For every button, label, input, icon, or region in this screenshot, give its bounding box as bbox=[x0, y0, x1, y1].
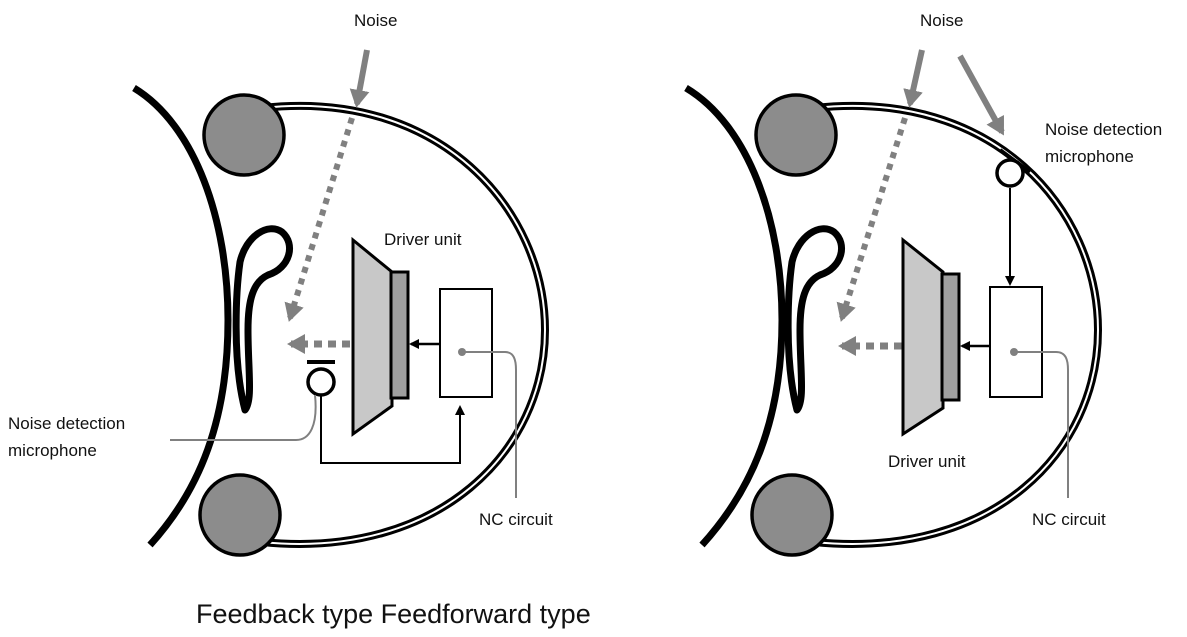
noise-label: Noise bbox=[920, 11, 963, 30]
noise-arrow bbox=[903, 49, 925, 108]
mic-feedback-line bbox=[320, 395, 465, 464]
mic-label-line2: microphone bbox=[8, 441, 97, 460]
nc-leader-line bbox=[1014, 351, 1069, 498]
noise-arrow bbox=[349, 49, 370, 108]
noise-path-dotted bbox=[836, 117, 908, 322]
nc-circuit-box bbox=[989, 286, 1043, 398]
mic-label-line1: Noise detection bbox=[8, 414, 125, 433]
noise-detection-mic bbox=[995, 158, 1025, 188]
nc-leader-line bbox=[462, 351, 517, 498]
outer-ear bbox=[784, 225, 845, 414]
mic-label-line2: microphone bbox=[1045, 147, 1134, 166]
noise-detection-mic bbox=[306, 367, 336, 397]
driver-unit-label: Driver unit bbox=[384, 230, 462, 249]
figure-caption: Feedback type Feedforward type bbox=[196, 599, 591, 629]
mic-label-line1: Noise detection bbox=[1045, 120, 1162, 139]
feedforward-diagram: Noise Noise detection microphone Driver … bbox=[684, 11, 1162, 557]
mic-leader-line bbox=[170, 394, 317, 441]
outer-ear bbox=[232, 225, 293, 414]
driver-magnet bbox=[940, 272, 961, 402]
ear-pad-bottom bbox=[750, 473, 834, 557]
noise-label: Noise bbox=[354, 11, 397, 30]
head-contour bbox=[132, 85, 232, 548]
noise-to-mic-arrow bbox=[957, 54, 1005, 136]
feedback-diagram: Noise Driver unit Noise detection microp… bbox=[8, 11, 553, 557]
noise-path-dotted bbox=[284, 117, 355, 322]
driver-cone bbox=[351, 236, 394, 437]
ear-pad-bottom bbox=[198, 473, 282, 557]
driver-cone bbox=[901, 236, 945, 437]
driver-magnet bbox=[389, 270, 410, 400]
head-contour bbox=[684, 84, 786, 548]
ear-pad-top bbox=[202, 93, 286, 177]
nc-circuit-box bbox=[439, 288, 493, 398]
driver-unit-label: Driver unit bbox=[888, 452, 966, 471]
nc-circuit-label: NC circuit bbox=[479, 510, 553, 529]
ear-pad-top bbox=[754, 93, 838, 177]
nc-circuit-label: NC circuit bbox=[1032, 510, 1106, 529]
